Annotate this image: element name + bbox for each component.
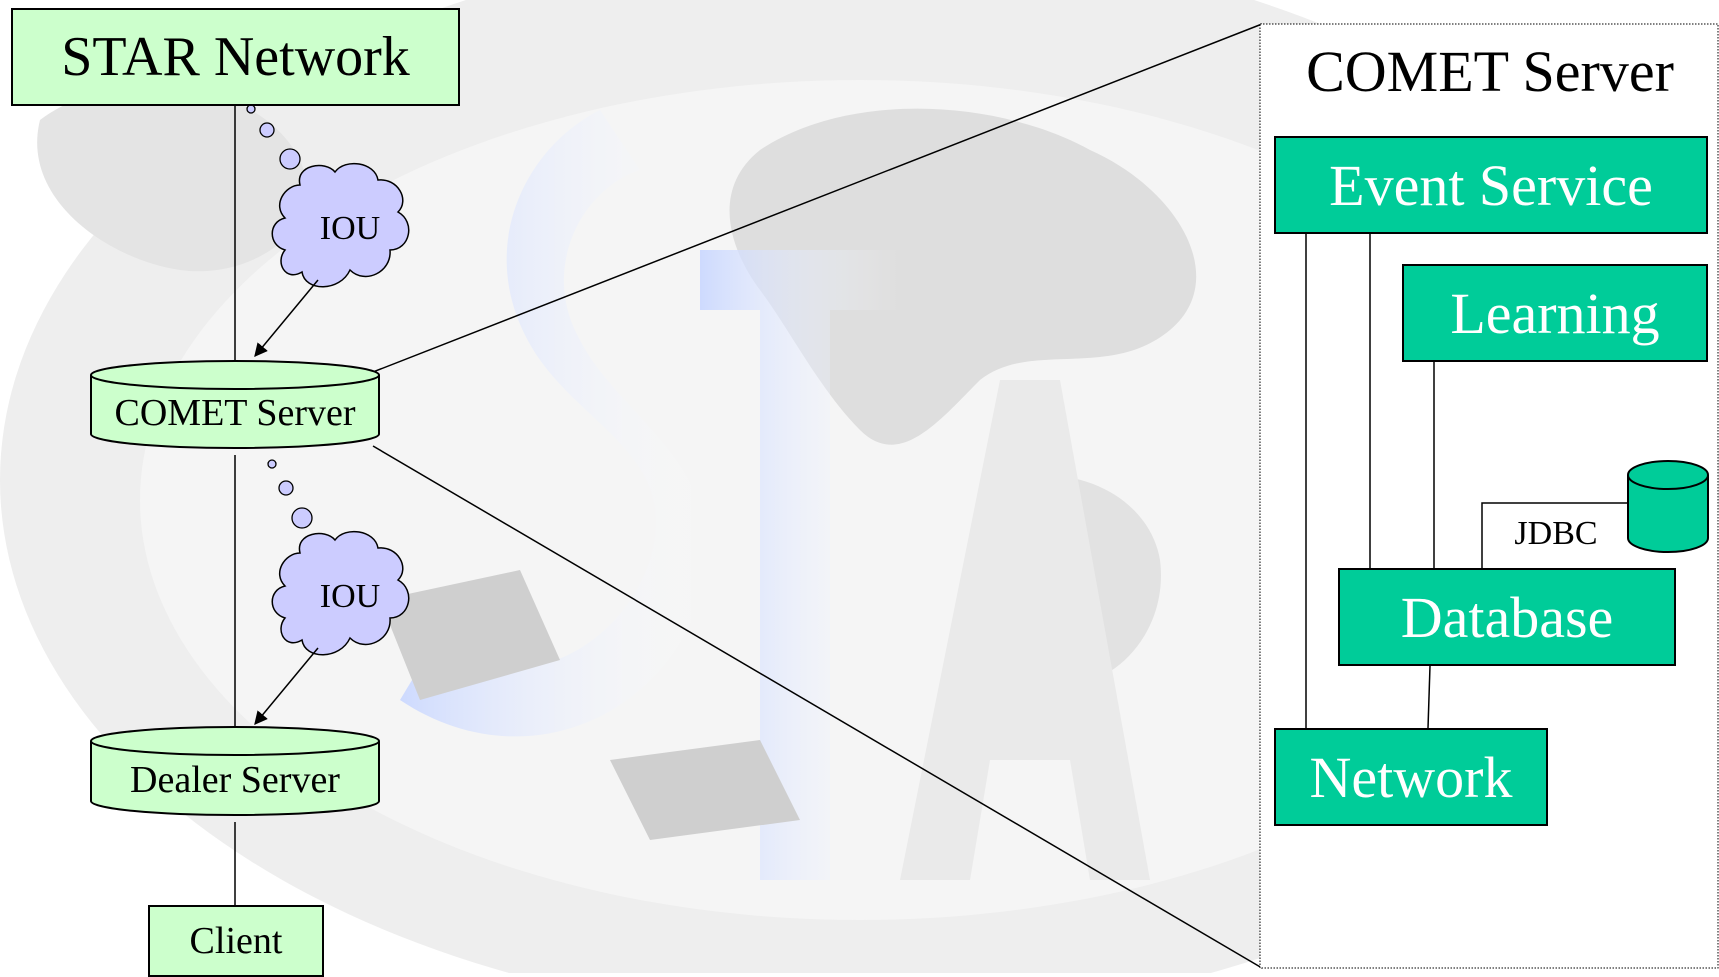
dealer-server-cylinder xyxy=(90,726,380,816)
event-service-label: Event Service xyxy=(1329,152,1653,218)
iou-cloud-bottom-shape xyxy=(271,530,410,656)
zoom-line-top xyxy=(372,23,1263,373)
learning-box: Learning xyxy=(1402,264,1708,362)
network-box: Network xyxy=(1274,728,1548,826)
star-network-label: STAR Network xyxy=(61,26,410,88)
wire-database-network xyxy=(1427,665,1431,729)
thought-bubble-dot xyxy=(267,459,277,469)
star-network-box: STAR Network xyxy=(11,8,460,106)
database-box: Database xyxy=(1338,568,1676,666)
continent-watermark xyxy=(729,108,1197,445)
letter-shadow-watermark xyxy=(380,570,800,840)
iou-top-arrow xyxy=(254,279,319,358)
thought-bubble-dot xyxy=(279,148,301,170)
thought-bubble-dot xyxy=(278,480,294,496)
thought-bubble-dot xyxy=(259,122,275,138)
letter-a-watermark xyxy=(900,380,1150,880)
dealer-server-label: Dealer Server xyxy=(130,759,340,801)
learning-label: Learning xyxy=(1450,280,1660,346)
event-service-box: Event Service xyxy=(1274,136,1708,234)
wire-jdbc xyxy=(1481,502,1628,568)
client-box: Client xyxy=(148,905,324,977)
thought-bubble-dot xyxy=(246,104,256,114)
iou-bottom-label: IOU xyxy=(319,578,381,615)
zoom-line-bottom xyxy=(372,445,1263,969)
iou-cloud-top-shape xyxy=(271,162,410,288)
comet-server-cylinder xyxy=(90,360,380,449)
comet-detail-title: COMET Server xyxy=(1306,39,1674,104)
jdbc-label: JDBC xyxy=(1514,515,1598,552)
continent-watermark-3 xyxy=(37,85,307,272)
letter-t-watermark xyxy=(700,250,900,880)
thought-bubble-dot xyxy=(291,507,313,529)
iou-top-label: IOU xyxy=(319,210,381,247)
datastore-cylinder xyxy=(1627,460,1709,553)
comet-server-label: COMET Server xyxy=(114,392,356,434)
iou-bottom-arrow xyxy=(254,647,319,726)
network-label: Network xyxy=(1309,744,1513,810)
database-label: Database xyxy=(1400,584,1614,650)
client-label: Client xyxy=(189,920,283,962)
